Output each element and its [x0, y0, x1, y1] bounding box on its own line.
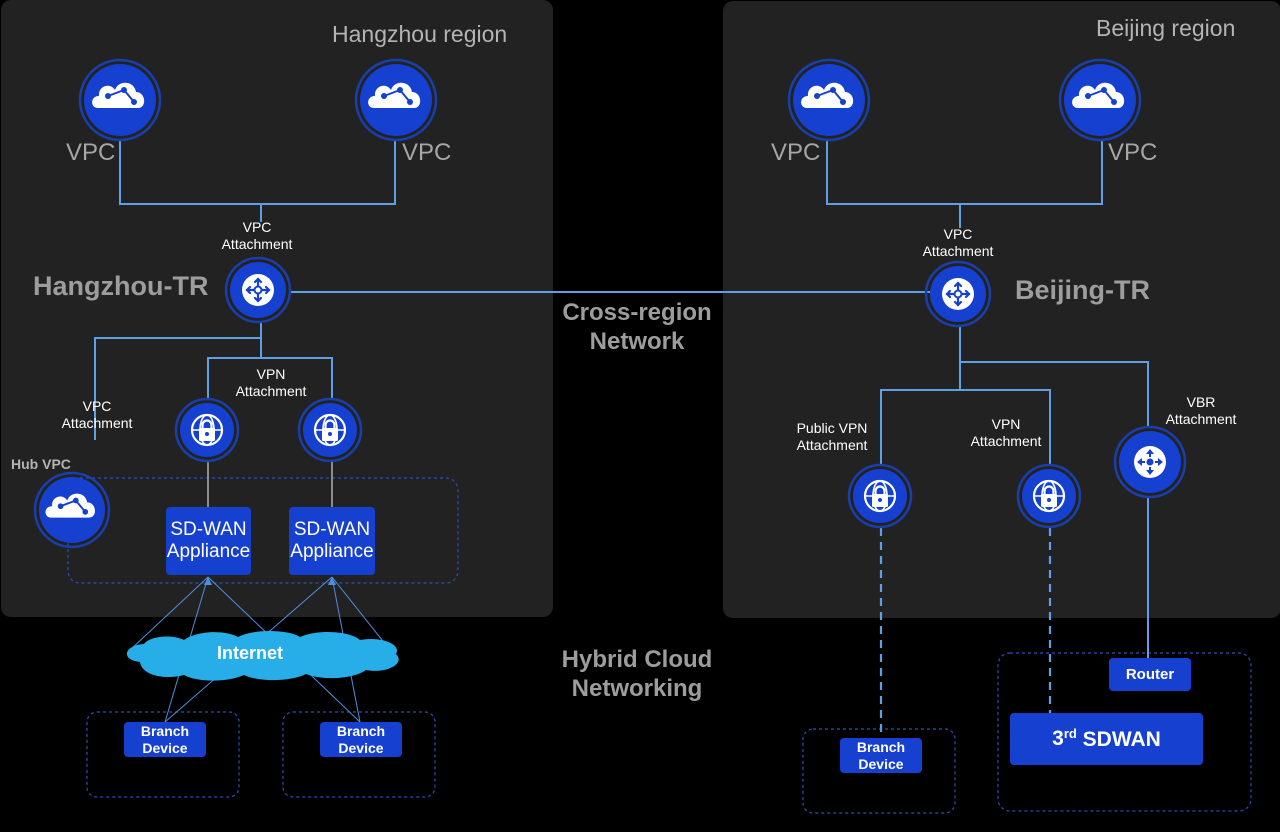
hz-vpn-attachment-label: VPN Attachment [235, 366, 307, 399]
hz-vpn-left-icon [174, 397, 240, 463]
hz-vpc-tree-line [119, 140, 396, 205]
router-box[interactable]: Router [1109, 658, 1191, 691]
bj-vpc-right-icon [1058, 58, 1142, 142]
bj-vbr-line [960, 361, 1149, 428]
bj-vpn-icon [1016, 463, 1082, 529]
hz-vpn-right-icon [297, 397, 363, 463]
internet-label: Internet [217, 643, 284, 663]
hz-hub-vpc-attachment-label: VPC Attachment [61, 398, 133, 431]
bj-vbr-icon [1113, 425, 1187, 499]
branch-right-container [282, 711, 436, 798]
hybrid-cloud-networking-label: Hybrid Cloud Networking [561, 646, 713, 702]
beijing-branch-container [802, 728, 956, 814]
bj-vpc-attachment-label: VPC Attachment [922, 226, 994, 259]
hub-vpc-icon [33, 471, 111, 549]
bj-public-vpn-attachment-label: Public VPN Attachment [796, 420, 868, 453]
bj-branch-device-label: Branch Device [856, 738, 906, 772]
bj-vbr-attachment-label: VBR Attachment [1165, 394, 1237, 427]
hz-vpc-attachment-label: VPC Attachment [221, 219, 293, 252]
third-sdwan-number: 3 [1052, 727, 1064, 750]
third-sdwan-ordinal-suffix: rd [1063, 726, 1077, 741]
beijing-tr-label: Beijing-TR [1015, 275, 1150, 305]
branch-left-container [86, 711, 240, 798]
hangzhou-region-label: Hangzhou region [332, 21, 508, 47]
hangzhou-tr-label: Hangzhou-TR [33, 271, 209, 301]
bj-vpn-attachment-label: VPN Attachment [970, 416, 1042, 449]
mesh-line [331, 576, 391, 651]
hz-branch-device-right-label: Branch Device [336, 722, 386, 756]
bj-vpc-left-label: VPC [771, 139, 821, 166]
hz-vpc-right-label: VPC [402, 139, 452, 166]
bj-vpn-tree-line [880, 389, 1051, 466]
mesh-line [129, 576, 209, 651]
hz-hub-vpc-attachment-line [94, 337, 261, 440]
hz-branch-device-left[interactable]: Branch Device [124, 722, 206, 757]
hangzhou-tr-icon [224, 256, 292, 324]
hz-vpc-left-icon [78, 58, 162, 142]
sdwan-appliance-right[interactable]: SD-WAN Appliance [289, 507, 375, 575]
hz-branch-device-right[interactable]: Branch Device [320, 722, 402, 757]
beijing-tr-icon [924, 260, 992, 328]
hub-vpc-label: Hub VPC [11, 456, 71, 472]
internet-cloud-icon [126, 630, 399, 681]
hz-vpc-right-icon [354, 58, 438, 142]
third-sdwan-text: rd SDWAN [1063, 726, 1161, 751]
bj-branch-device[interactable]: Branch Device [840, 738, 922, 773]
bj-public-vpn-icon [847, 463, 913, 529]
sdwan-appliance-left-label: SD-WAN Appliance [166, 519, 251, 562]
hz-vpn-tree-line [207, 357, 333, 400]
arrowhead [204, 577, 212, 585]
sdwan-appliance-left[interactable]: SD-WAN Appliance [166, 507, 251, 575]
hz-branch-device-left-label: Branch Device [140, 722, 190, 756]
bj-vpc-right-label: VPC [1108, 139, 1158, 166]
hub-vpc-container [67, 477, 459, 584]
beijing-region-label: Beijing region [1096, 15, 1236, 41]
bj-vpc-left-icon [787, 58, 871, 142]
router-label: Router [1125, 666, 1175, 683]
hz-vpc-left-label: VPC [66, 139, 116, 166]
third-sdwan-container [997, 652, 1252, 812]
cross-region-network-label: Cross-region Network [562, 299, 712, 355]
bj-vpc-tree-line [826, 140, 1103, 205]
arrowhead [328, 577, 336, 585]
sdwan-appliance-right-label: SD-WAN Appliance [290, 519, 374, 562]
